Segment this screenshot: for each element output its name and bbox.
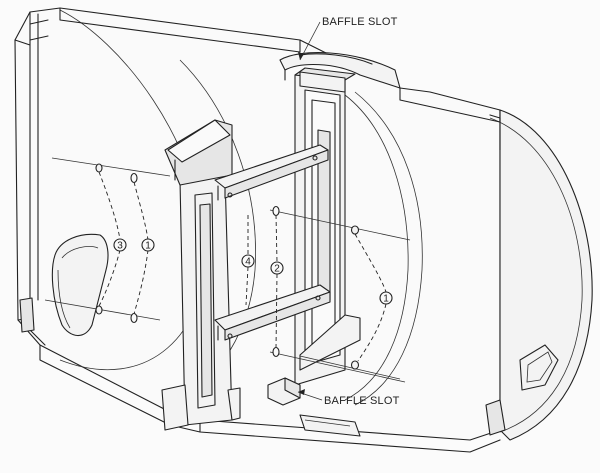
- alignment-lines: [44, 157, 411, 383]
- baffle-slot-bottom-label: BAFFLE SLOT: [324, 395, 400, 407]
- balloon-1-right: 1: [379, 291, 393, 305]
- bottom-baffle-slot: [267, 314, 361, 406]
- balloon-1-left-label: 1: [145, 241, 151, 252]
- balloon-3: 3: [113, 238, 127, 252]
- balloon-1-right-label: 1: [383, 294, 389, 305]
- balloon-3-label: 3: [117, 241, 123, 252]
- callout-baffle-slot-bottom: BAFFLE SLOT: [297, 389, 400, 407]
- hardware: [95, 163, 360, 370]
- drain-boss: [519, 344, 559, 391]
- balloon-1-left: 1: [141, 238, 155, 252]
- top-baffle-slot: [279, 52, 401, 89]
- balloon-2-label: 2: [274, 264, 280, 275]
- left-corner-details: [29, 19, 501, 151]
- wedge-baffle: [51, 233, 109, 337]
- balloon-2: 2: [270, 261, 284, 275]
- tank-left-end-cap: [14, 7, 501, 441]
- callout-baffle-slot-top: BAFFLE SLOT: [298, 16, 398, 61]
- mounting-bracket: [214, 144, 331, 341]
- inner-ring: [344, 91, 423, 406]
- part-balloons: 3 1 4 2 1: [113, 238, 393, 305]
- balloon-4: 4: [241, 254, 255, 268]
- tank-right-dome: [499, 109, 593, 441]
- balloon-4-label: 4: [245, 257, 251, 268]
- leader-lines: [98, 171, 387, 362]
- left-upright-post: [161, 119, 241, 431]
- baffle-slot-top-label: BAFFLE SLOT: [322, 16, 398, 28]
